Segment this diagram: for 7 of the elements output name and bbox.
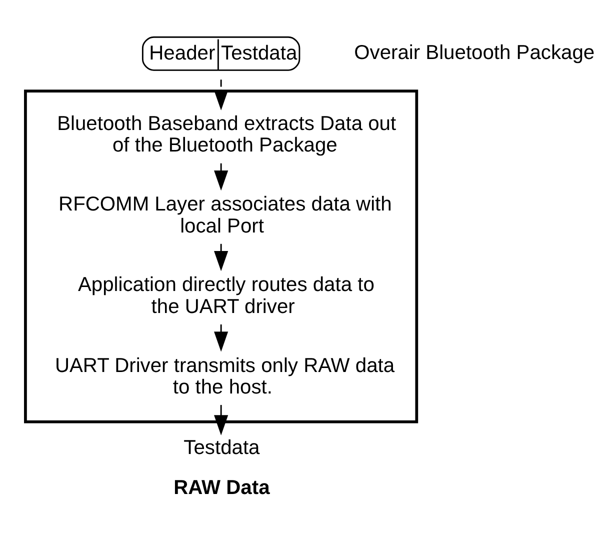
node-text: RFCOMM Layer associates data with local Port bbox=[58, 194, 392, 238]
node-text: Application directly routes data to the UART driver bbox=[78, 274, 374, 318]
node-label: RAW Data bbox=[174, 477, 270, 500]
node-text: Bluetooth Baseband extracts Data out of the Bluetooth Package bbox=[57, 113, 396, 157]
node-text: Testdata bbox=[184, 436, 260, 459]
node-label: Overair Bluetooth Package bbox=[354, 42, 595, 64]
node-text: UART Driver transmits only RAW data to the host. bbox=[54, 354, 395, 398]
